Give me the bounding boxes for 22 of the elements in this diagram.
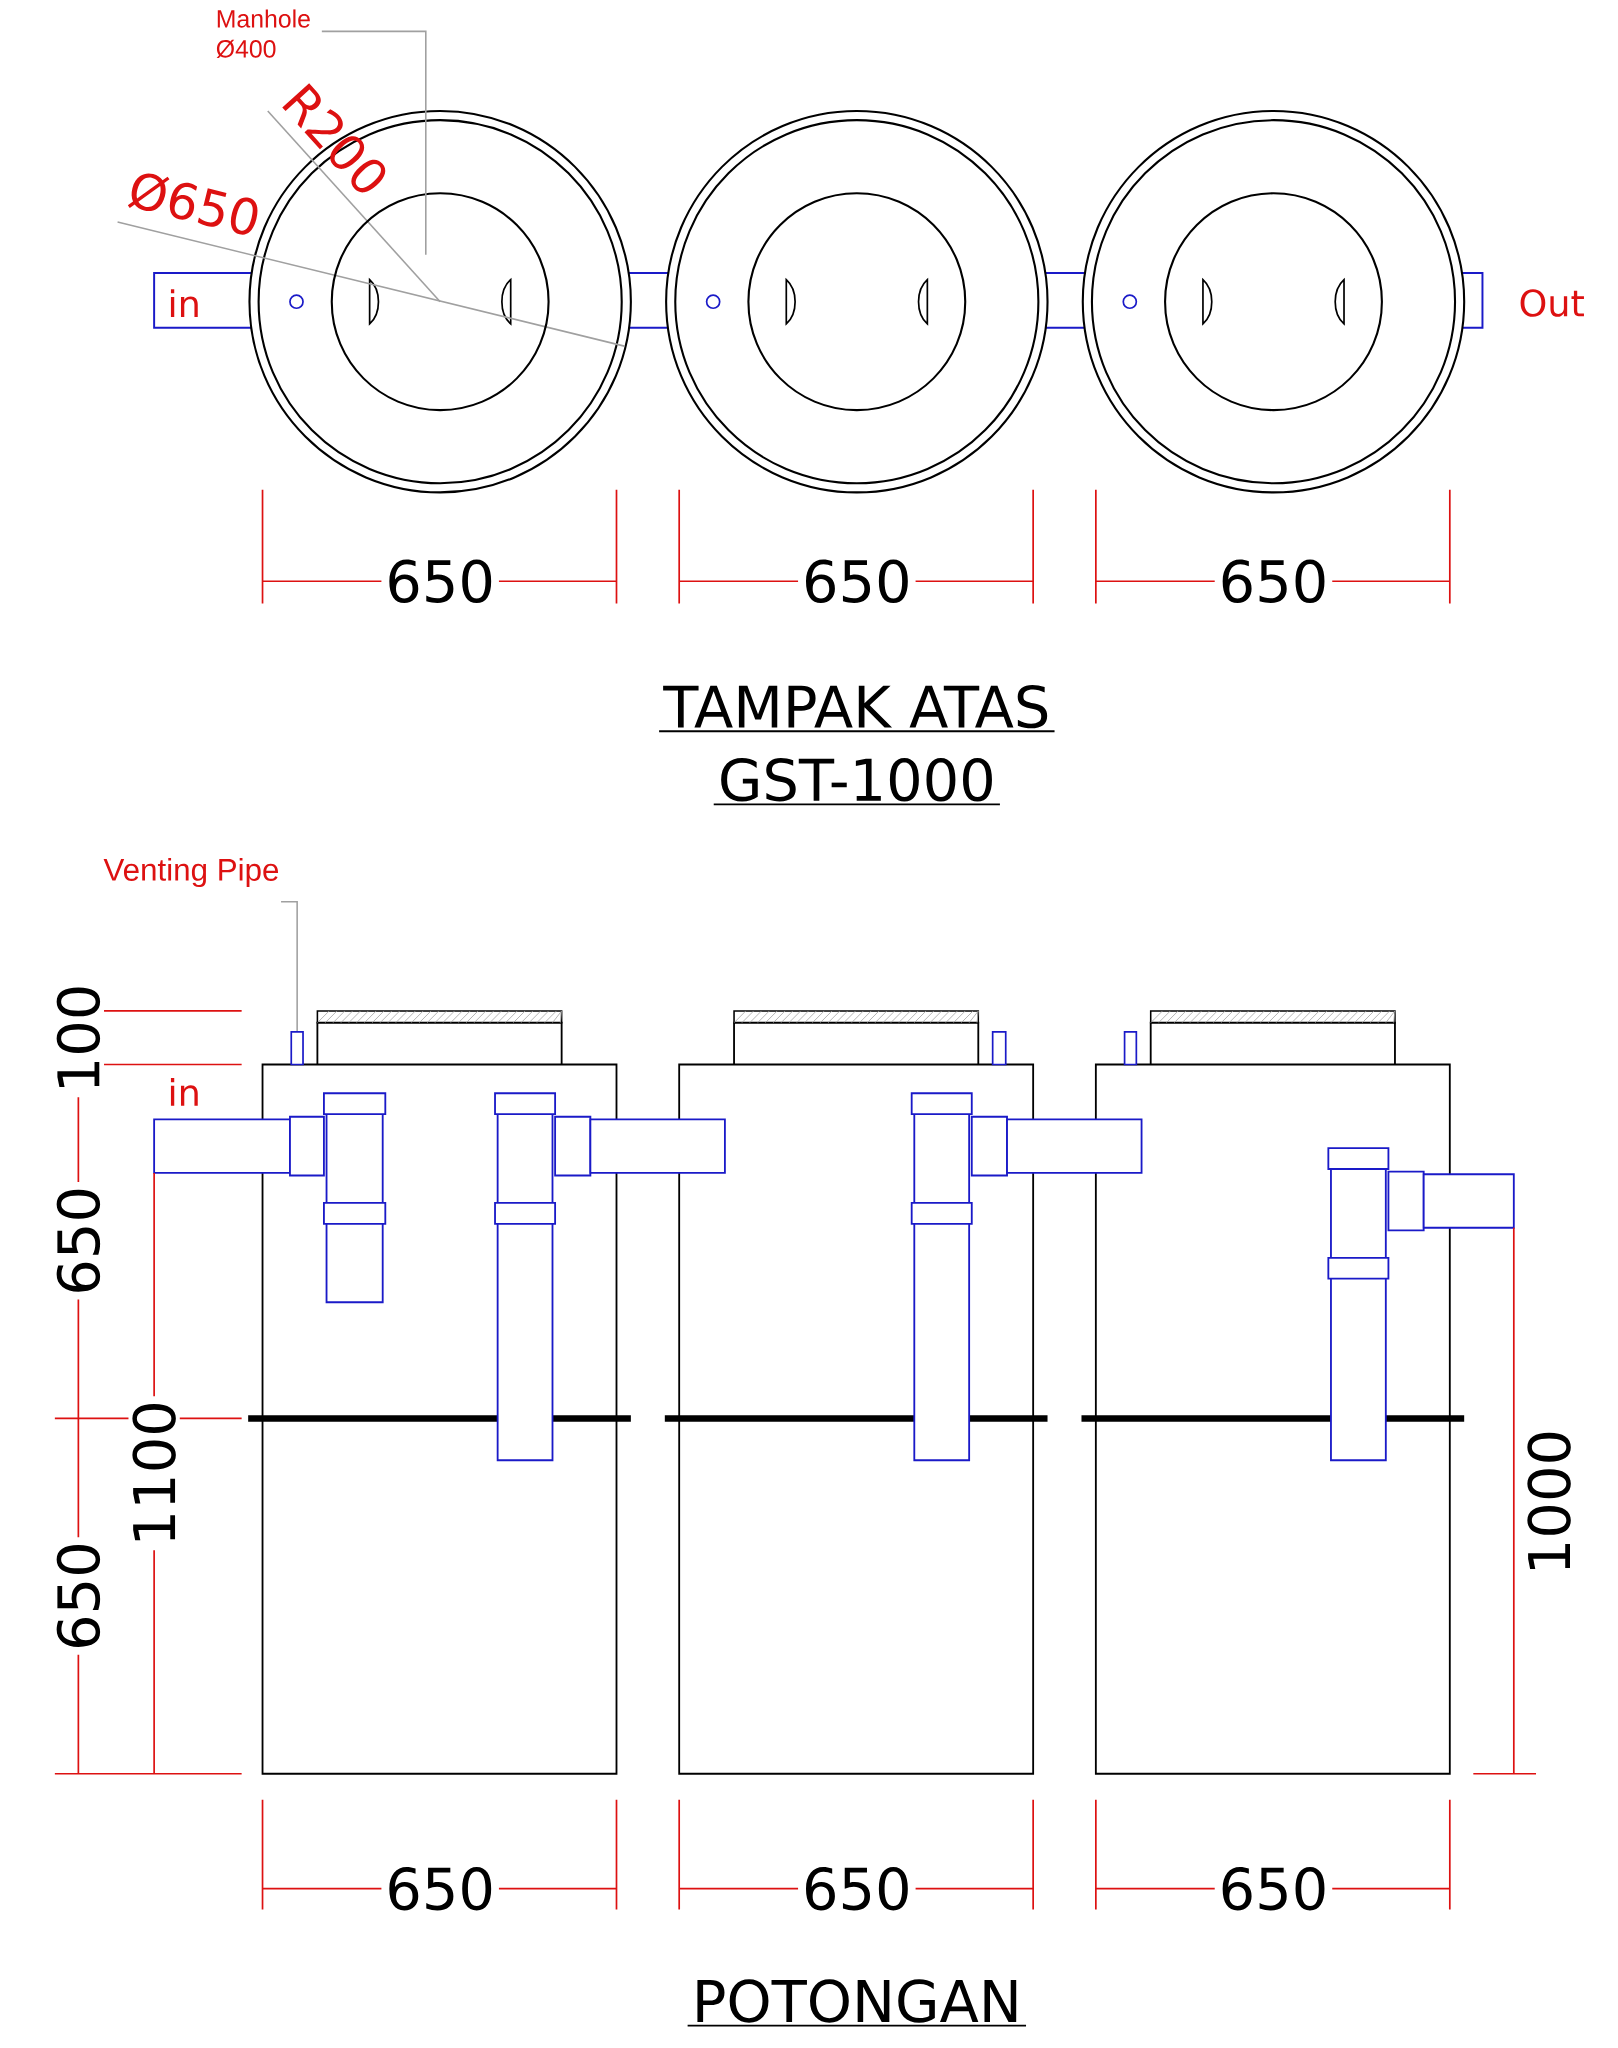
view-title: GST-1000 <box>712 758 1001 806</box>
dimension-text: 650 <box>52 1182 104 1300</box>
view-title: POTONGAN <box>686 1979 1027 2027</box>
manhole-circle <box>330 192 550 412</box>
view-title: TAMPAK ATAS <box>658 684 1056 733</box>
dimension-text: 1100 <box>128 1396 180 1551</box>
dimension-text: 650 <box>52 1537 104 1655</box>
port-label: Out <box>1520 289 1584 317</box>
callout-text: Manhole Ø400 <box>216 9 310 59</box>
dimension-text: 650 <box>797 1863 916 1915</box>
dimension-text: Ø650 <box>127 173 258 235</box>
callout-text: Venting Pipe <box>103 857 278 888</box>
dimension-text: 100 <box>52 979 104 1098</box>
port-label: in <box>170 1078 198 1106</box>
dimension-text: 650 <box>797 555 916 607</box>
vent-pipe <box>290 1031 304 1066</box>
dimension-text: 650 <box>1214 1863 1333 1915</box>
dimension-text: 650 <box>1214 555 1333 607</box>
dimension-text: 650 <box>381 1863 499 1915</box>
dimension-text: 1000 <box>1523 1425 1575 1580</box>
dimension-text: 650 <box>381 555 499 607</box>
port-label: in <box>170 289 198 317</box>
